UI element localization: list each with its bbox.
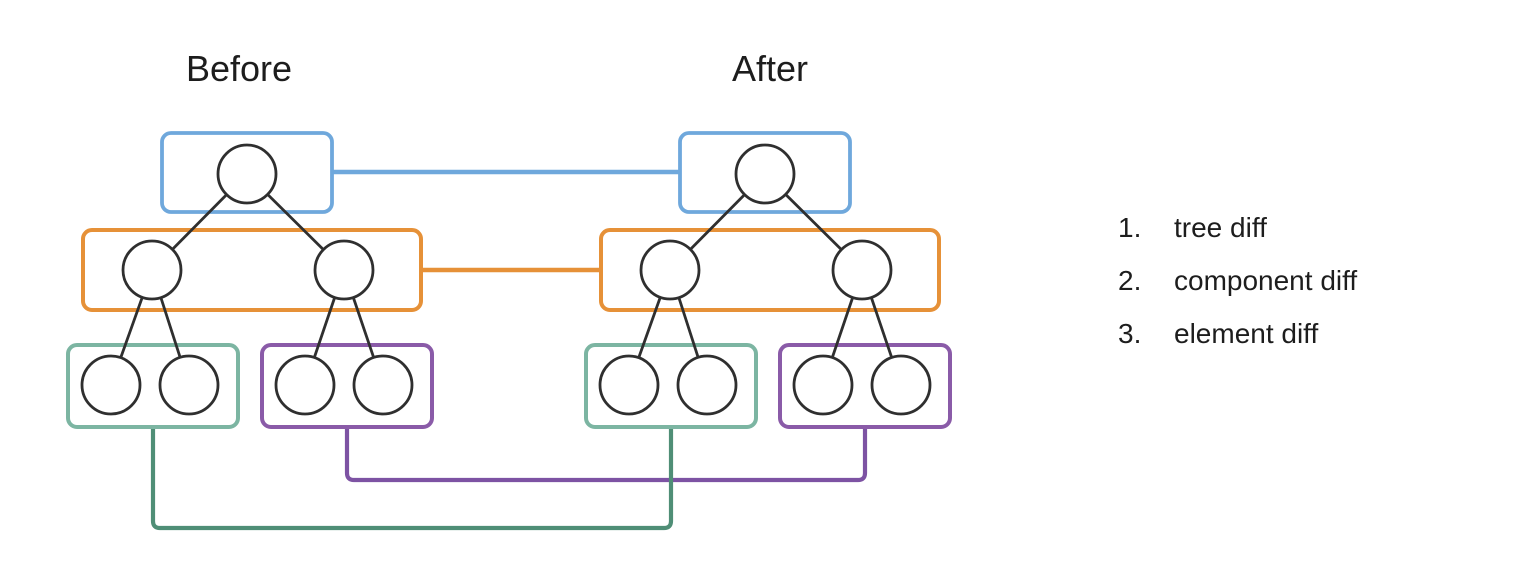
list-label: element diff xyxy=(1174,318,1319,349)
before-node-mid-left xyxy=(121,239,183,301)
before-element-diff-purple-box xyxy=(260,343,434,429)
list-item-tree-diff: 1. tree diff xyxy=(1118,212,1357,265)
list-label: component diff xyxy=(1174,265,1358,296)
before-tree-diff-box xyxy=(160,131,334,214)
list-item-component-diff: 2. component diff xyxy=(1118,265,1357,318)
after-node-leaf-2 xyxy=(676,354,738,416)
list-number: 3. xyxy=(1118,318,1142,349)
before-node-leaf-1 xyxy=(80,354,142,416)
before-node-root xyxy=(216,143,278,205)
after-node-root xyxy=(734,143,796,205)
after-tree-title: After xyxy=(731,48,809,89)
element-diff-purple-connector xyxy=(344,426,868,483)
before-node-leaf-4 xyxy=(352,354,414,416)
list-item-element-diff: 3. element diff xyxy=(1118,318,1357,371)
after-node-leaf-3 xyxy=(792,354,854,416)
before-element-diff-teal-box xyxy=(66,343,240,429)
before-component-diff-box xyxy=(81,228,423,312)
after-node-leaf-1 xyxy=(598,354,660,416)
before-tree-title: Before xyxy=(185,48,293,89)
list-number: 2. xyxy=(1118,265,1142,296)
after-tree-diff-box xyxy=(678,131,852,214)
before-node-mid-right xyxy=(313,239,375,301)
element-diff-teal-connector xyxy=(150,426,674,531)
after-node-mid-right xyxy=(831,239,893,301)
list-label: tree diff xyxy=(1174,212,1267,243)
after-element-diff-purple-box xyxy=(778,343,952,429)
after-component-diff-box xyxy=(599,228,941,312)
before-node-leaf-3 xyxy=(274,354,336,416)
after-element-diff-teal-box xyxy=(584,343,758,429)
list-number: 1. xyxy=(1118,212,1142,243)
diff-type-list: 1. tree diff 2. component diff 3. elemen… xyxy=(1118,212,1357,371)
before-node-leaf-2 xyxy=(158,354,220,416)
after-node-leaf-4 xyxy=(870,354,932,416)
after-node-mid-left xyxy=(639,239,701,301)
